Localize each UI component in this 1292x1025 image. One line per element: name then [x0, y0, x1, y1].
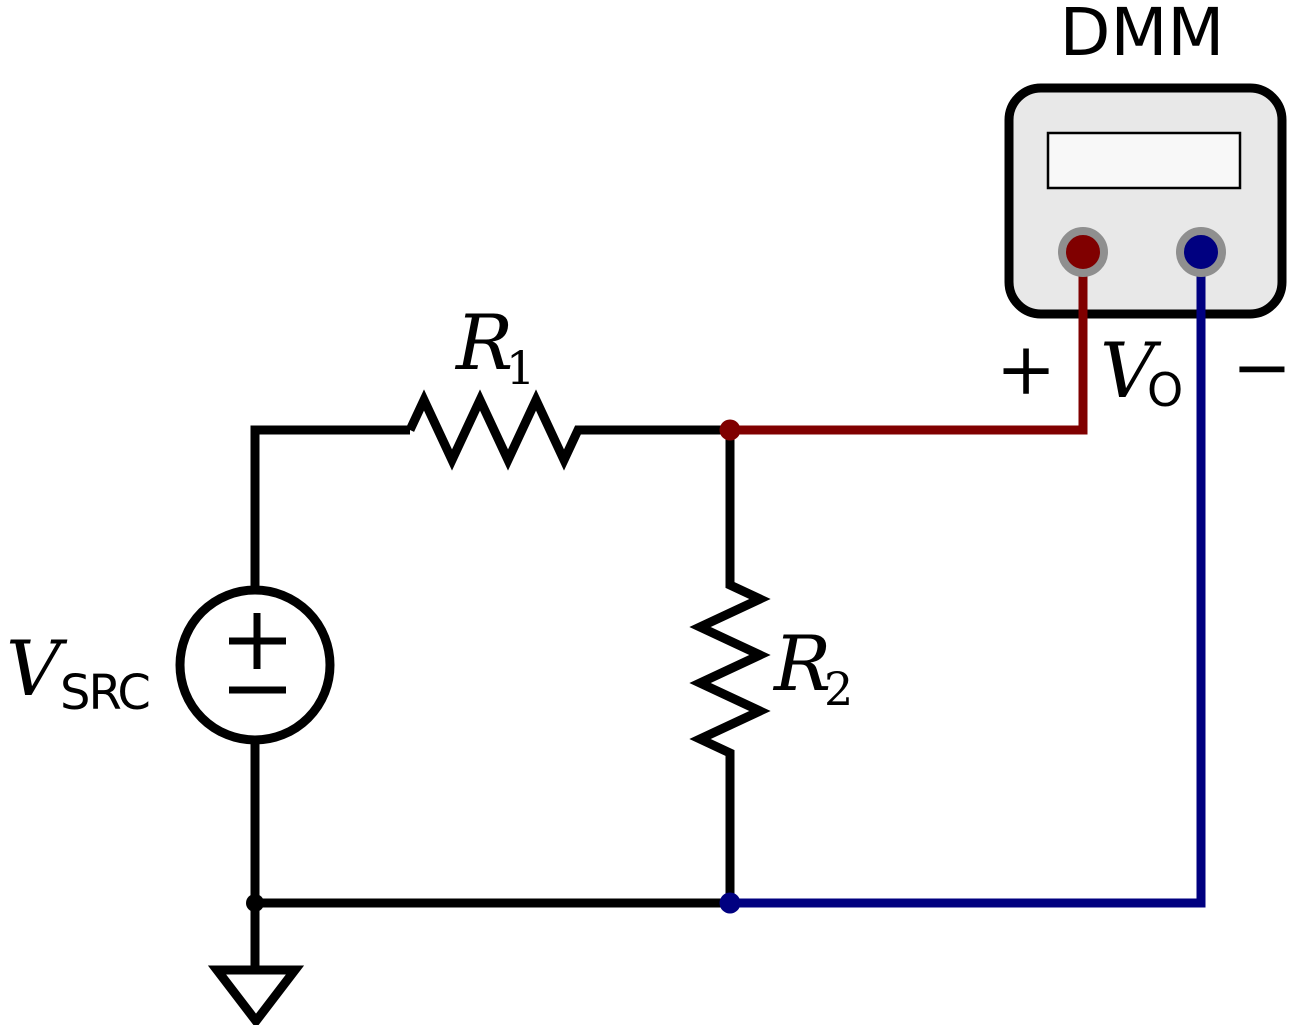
wire-bottom — [250, 740, 730, 908]
output-label-sub: O — [1147, 363, 1183, 417]
r2-label-sub: 2 — [824, 662, 853, 716]
node-dot-ground — [246, 894, 264, 912]
output-minus-label: − — [1232, 325, 1292, 409]
dmm-body — [1004, 83, 1287, 319]
node-dot-top — [719, 419, 741, 441]
output-plus-label: + — [996, 327, 1056, 411]
resistor-r2 — [689, 430, 771, 903]
wire-top-left — [250, 425, 410, 590]
negative-terminal — [1176, 227, 1226, 277]
source-label-sub: SRC — [60, 665, 149, 721]
resistor-r1 — [405, 389, 730, 471]
plus-sign-icon — [229, 613, 286, 669]
r1-label-base: R — [454, 298, 513, 387]
ground-icon — [207, 965, 305, 1025]
source-label-base: V — [6, 624, 68, 713]
output-label-base: V — [1100, 326, 1162, 415]
negative-lead-wire — [730, 252, 1206, 908]
r2-label-base: R — [772, 619, 831, 708]
dmm-display — [1046, 131, 1242, 190]
positive-lead-wire — [730, 252, 1088, 435]
positive-terminal — [1058, 227, 1108, 277]
dmm-title: DMM — [1060, 0, 1225, 71]
node-dot-bottom-right — [719, 892, 741, 914]
r1-label-sub: 1 — [506, 341, 535, 395]
